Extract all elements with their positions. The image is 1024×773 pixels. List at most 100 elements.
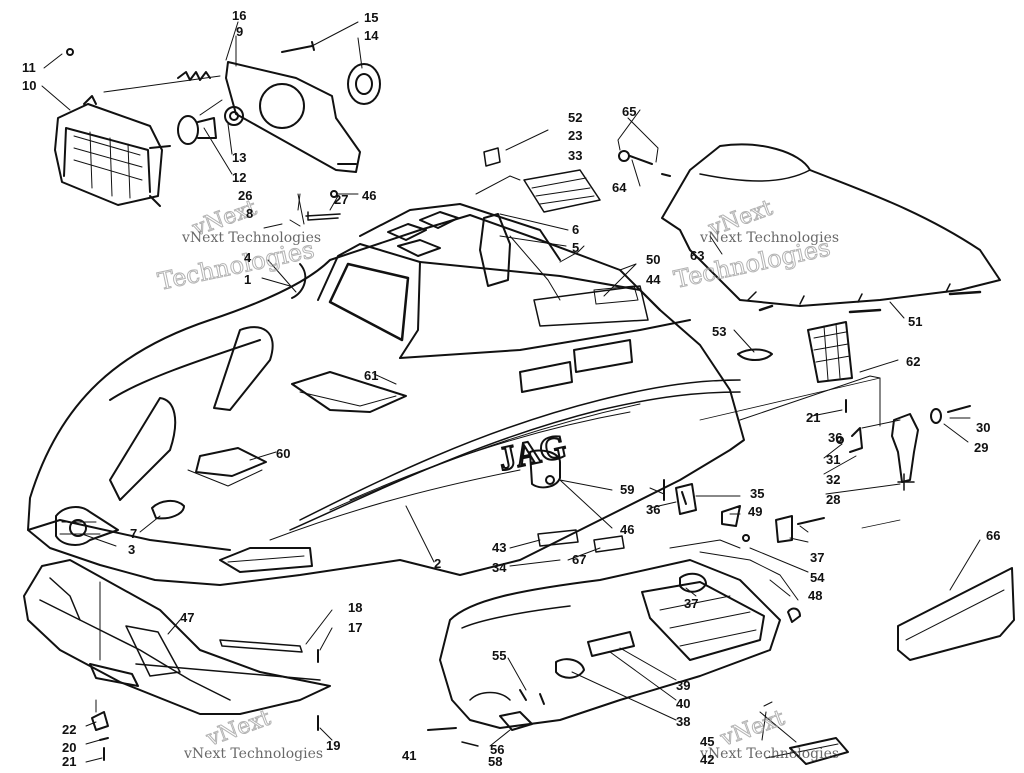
watermark-line: vNext Technologies [699, 746, 839, 762]
hood-vent-60 [195, 447, 267, 477]
callout-6: 6 [572, 222, 579, 237]
callout-53: 53 [712, 324, 726, 339]
callout-11: 11 [22, 60, 36, 75]
callout-31: 31 [826, 452, 840, 467]
callout-14: 14 [364, 28, 379, 43]
watermarks: vNext vNext Technologies Technologies vN… [155, 195, 839, 762]
callout-49: 49 [748, 504, 762, 519]
callout-47: 47 [180, 610, 194, 625]
callout-21: 21 [806, 410, 820, 425]
callout-46: 46 [620, 522, 634, 537]
callout-39: 39 [676, 678, 690, 693]
callout-67: 67 [572, 552, 586, 567]
callout-23: 23 [568, 128, 582, 143]
side-panel-66 [897, 567, 1015, 661]
callout-13: 13 [232, 150, 246, 165]
clip-49 [721, 505, 741, 527]
callout-37: 37 [684, 596, 698, 611]
callout-2: 2 [434, 556, 441, 571]
windshield-frame [317, 243, 421, 359]
decal-parts [475, 109, 671, 327]
callout-48: 48 [808, 588, 822, 603]
trim-strip-47 [125, 625, 181, 677]
callout-34: 34 [492, 560, 507, 575]
jag-decal-text: JAG [495, 428, 569, 478]
vent-grille [807, 321, 853, 383]
headlight-retainer-ring [347, 63, 381, 105]
callout-33: 33 [568, 148, 582, 163]
reflector-39 [587, 631, 635, 657]
callout-10: 10 [22, 78, 36, 93]
decal-strip-23 [523, 169, 601, 213]
adjuster-screw [281, 45, 313, 53]
headlight-bracket [225, 61, 361, 173]
decal-52 [483, 147, 501, 167]
callout-19: 19 [326, 738, 340, 753]
hood-vent-61 [291, 371, 407, 413]
hood-decal-50 [533, 285, 649, 327]
adjuster-spring [177, 71, 211, 81]
callout-64: 64 [612, 180, 627, 195]
callout-8: 8 [246, 206, 253, 221]
callout-41: 41 [402, 748, 416, 763]
callout-15: 15 [364, 10, 378, 25]
callout-12: 12 [232, 170, 246, 185]
bumper-outline [23, 559, 331, 715]
watermark-line: vNext Technologies [699, 230, 839, 246]
callout-27: 27 [334, 192, 348, 207]
belly-pan-outline [439, 559, 781, 729]
callout-51: 51 [908, 314, 922, 329]
hood-outline [27, 214, 745, 586]
windshield-shell [661, 143, 1001, 307]
nut-11 [66, 48, 74, 56]
watermark-line: vNext Technologies [181, 230, 321, 246]
callout-labels: 1234567891011121314151617181920212122232… [22, 8, 1000, 769]
callout-36: 36 [828, 430, 842, 445]
headlight-bulb [177, 115, 199, 145]
lower-vent [219, 547, 313, 573]
callout-66: 66 [986, 528, 1000, 543]
callout-16: 16 [232, 8, 246, 23]
watermark-line: vNext Technologies [183, 746, 323, 762]
callout-65: 65 [622, 104, 636, 119]
callout-35: 35 [750, 486, 764, 501]
windshield-clip [737, 348, 773, 361]
callout-55: 55 [492, 648, 506, 663]
callout-22: 22 [62, 722, 76, 737]
decal-43 [537, 529, 579, 547]
callout-20: 20 [62, 740, 76, 755]
callout-44: 44 [646, 272, 661, 287]
callout-45: 45 [700, 734, 714, 749]
callout-29: 29 [974, 440, 988, 455]
headlight-lever [479, 213, 511, 287]
headlight-assembly [54, 41, 381, 229]
callout-9: 9 [236, 24, 243, 39]
callout-4: 4 [244, 250, 252, 265]
latch-body [891, 413, 919, 483]
bracket-35 [675, 483, 697, 515]
callout-46: 46 [362, 188, 376, 203]
callout-43: 43 [492, 540, 506, 555]
callout-54: 54 [810, 570, 825, 585]
hood [27, 203, 745, 586]
callout-17: 17 [348, 620, 362, 635]
callout-40: 40 [676, 696, 690, 711]
bracket-37 [775, 515, 793, 543]
callout-18: 18 [348, 600, 362, 615]
callout-60: 60 [276, 446, 290, 461]
latch-hardware [663, 375, 971, 623]
windshield [661, 143, 1001, 383]
callout-28: 28 [826, 492, 840, 507]
callout-30: 30 [976, 420, 990, 435]
callout-21: 21 [62, 754, 76, 768]
callout-61: 61 [364, 368, 378, 383]
callout-38: 38 [676, 714, 690, 729]
callout-32: 32 [826, 472, 840, 487]
callout-56: 56 [490, 742, 504, 757]
hood-emblem [55, 506, 119, 546]
callout-63: 63 [690, 248, 704, 263]
callout-26: 26 [238, 188, 252, 203]
trim-strip-18 [219, 639, 303, 653]
